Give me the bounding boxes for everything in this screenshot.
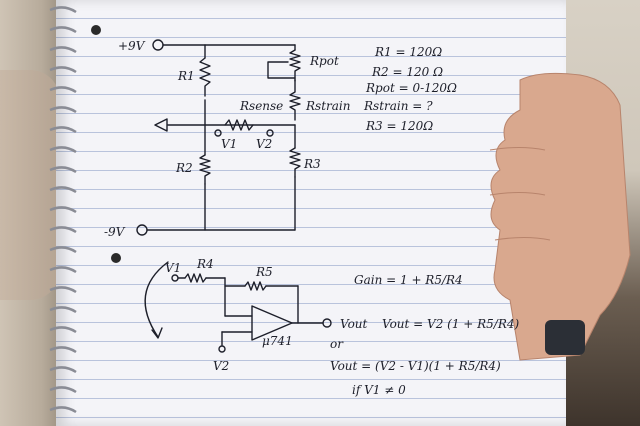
rstrain-label: Rstrain: [305, 99, 350, 113]
amp-v2-label: V2: [213, 359, 229, 373]
bridge-circuit: [136, 39, 301, 236]
gain-equation: Gain = 1 + R5/R4: [354, 273, 463, 287]
notebook-page: [56, 0, 566, 426]
r4-label: R4: [196, 257, 214, 271]
value-r3: R3 = 120Ω: [365, 119, 433, 133]
v2-node-label: V2: [256, 137, 272, 151]
v1-node-label: V1: [221, 137, 237, 151]
amp-v1-label: V1: [165, 261, 181, 275]
vout-equation-2: Vout = (V2 - V1)(1 + R5/R4): [330, 359, 501, 373]
vout-label: Vout: [340, 317, 368, 331]
value-r2: R2 = 120 Ω: [371, 65, 443, 79]
binder-hole: [91, 25, 101, 35]
r2-label: R2: [175, 161, 193, 175]
rsense-label: Rsense: [239, 99, 283, 113]
hand: [489, 72, 631, 361]
r1-label: R1: [177, 69, 195, 83]
chip-label: μ741: [262, 334, 293, 348]
rpot-label: Rpot: [309, 54, 339, 68]
vplus-label: +9V: [118, 39, 146, 53]
arm: [0, 70, 60, 300]
binder-hole: [111, 253, 121, 263]
value-rpot: Rpot = 0-120Ω: [365, 81, 457, 95]
vminus-label: -9V: [104, 225, 126, 239]
vout-equation-1: Vout = V2 (1 + R5/R4): [382, 317, 520, 331]
r3-label: R3: [303, 157, 321, 171]
value-rstrain: Rstrain = ?: [363, 99, 433, 113]
value-r1: R1 = 120Ω: [374, 45, 442, 59]
r5-label: R5: [255, 265, 273, 279]
opamp-circuit: [144, 261, 332, 353]
watch: [545, 320, 585, 355]
or-label: or: [330, 337, 344, 351]
condition-label: if V1 ≠ 0: [352, 383, 406, 397]
spiral-binding: [49, 6, 77, 414]
